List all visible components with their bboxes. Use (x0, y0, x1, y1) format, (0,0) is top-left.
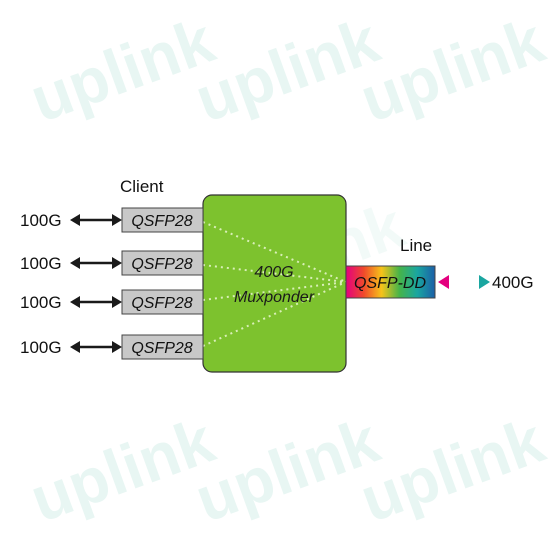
line-arrowhead-left-icon (438, 275, 449, 289)
signal-line-4 (202, 281, 347, 347)
qsfp28-module (121, 334, 204, 360)
qsfp28-module (121, 250, 204, 276)
client-port-3: 100G QSFP28 (20, 289, 204, 315)
arrowhead-right-icon (112, 341, 122, 353)
module-label: QSFP28 (131, 340, 192, 357)
client-port-2: 100G QSFP28 (20, 250, 204, 276)
port-rate-label: 100G (20, 293, 62, 312)
port-rate-label: 100G (20, 338, 62, 357)
client-port-1: 100G QSFP28 (20, 207, 204, 233)
muxponder-box (202, 194, 347, 373)
signal-line-2 (202, 264, 347, 283)
watermark: uplink (351, 404, 550, 536)
qsfp-dd-module (345, 265, 436, 299)
module-label: QSFP28 (131, 256, 192, 273)
signal-line-3 (202, 281, 347, 301)
arrowhead-right-icon (112, 214, 122, 226)
arrowhead-left-icon (70, 341, 80, 353)
client-port-4: 100G QSFP28 (20, 334, 204, 360)
qsfp-dd-label: QSFP-DD (354, 275, 426, 292)
arrowhead-left-icon (70, 296, 80, 308)
arrowhead-left-icon (70, 214, 80, 226)
line-heading: Line (400, 236, 432, 255)
arrowhead-left-icon (70, 257, 80, 269)
arrowhead-right-icon (112, 296, 122, 308)
module-label: QSFP28 (131, 213, 192, 230)
signal-line-1 (202, 221, 347, 283)
qsfp28-module (121, 289, 204, 315)
line-arrowhead-right-icon (479, 275, 490, 289)
muxponder-label-rate: 400G (254, 264, 293, 281)
mux-signal-lines (202, 221, 347, 347)
qsfp28-module (121, 207, 204, 233)
line-rate-label: 400G (492, 273, 534, 292)
watermark: uplink (351, 4, 550, 136)
port-rate-label: 100G (20, 254, 62, 273)
arrowhead-right-icon (112, 257, 122, 269)
module-label: QSFP28 (131, 295, 192, 312)
client-heading: Client (120, 177, 164, 196)
line-arrow (438, 275, 490, 289)
muxponder-label-name: Muxponder (234, 289, 315, 306)
port-rate-label: 100G (20, 211, 62, 230)
